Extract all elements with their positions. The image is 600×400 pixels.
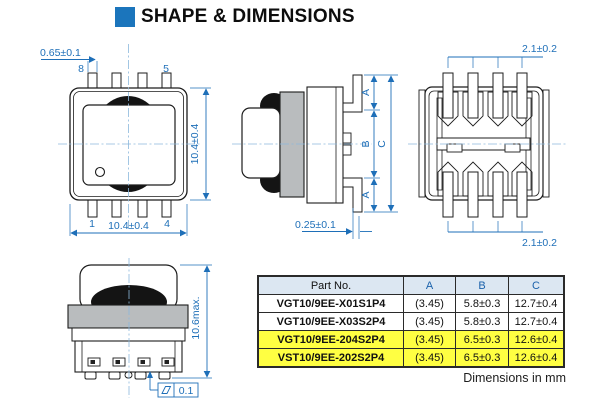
dim-body-width-label: 10.4±0.4 [108,220,149,232]
value-b: 5.8±0.3 [455,294,509,313]
core-clip-front [67,304,189,329]
value-c: 12.7±0.4 [508,312,564,331]
pin-number-8: 8 [78,63,84,75]
front-view-body [67,264,189,380]
value-a: (3.45) [403,294,456,313]
col-header-b: B [455,276,509,295]
col-header-a: A [403,276,456,295]
coplanarity-callout: 0.1 [147,371,199,398]
side-view-body [241,74,363,213]
top-view-centerlines [58,44,200,230]
pin-feet [84,371,171,380]
page-title: SHAPE & DIMENSIONS [141,6,355,27]
pin-number-4: 4 [164,218,170,230]
pin1-indicator-icon [94,166,106,178]
table-header-row: Part No. A B C [258,276,564,295]
dim-c-label: C [376,140,388,148]
dim-a-bottom-label: A [360,191,372,198]
side-view-dimensions: A B A C 0.25±0.1 [295,74,398,239]
core-clip [279,91,305,198]
coplanarity-value: 0.1 [179,385,194,397]
value-a: (3.45) [403,330,456,349]
col-header-c: C [508,276,564,295]
dim-max-height-label: 10.6max. [190,296,202,339]
value-b: 5.8±0.3 [455,312,509,331]
dim-pitch-top-label: 2.1±0.2 [522,43,557,55]
dim-a-top-label: A [360,89,372,96]
value-b: 6.5±0.3 [455,348,509,367]
value-c: 12.6±0.4 [508,330,564,349]
terminal-pads [87,357,175,367]
dim-pin-width-label: 0.65±0.1 [40,47,81,59]
side-view-drawing: A B A C 0.25±0.1 [232,74,398,239]
table-row: VGT10/9EE-X01S1P4 (3.45) 5.8±0.3 12.7±0.… [258,294,564,313]
value-c: 12.6±0.4 [508,348,564,367]
pin-number-1: 1 [89,218,95,230]
top-view-drawing: 0.65±0.1 8 5 1 4 10.4±0.4 10.4±0.4 [40,44,211,237]
pin-pockets [437,91,533,197]
table-row: VGT10/9EE-X03S2P4 (3.45) 5.8±0.3 12.7±0.… [258,312,564,331]
dim-standoff-label: 0.25±0.1 [295,219,336,231]
top-view-dimensions: 0.65±0.1 8 5 1 4 10.4±0.4 10.4±0.4 [40,47,211,237]
value-c: 12.7±0.4 [508,294,564,313]
value-a: (3.45) [403,312,456,331]
dim-pitch-bottom-label: 2.1±0.2 [522,237,557,249]
bottom-view-dimensions: 2.1±0.2 2.1±0.2 [447,43,557,249]
dim-b-label: B [360,140,372,147]
front-view-drawing: 10.6max. 0.1 [67,258,212,398]
bobbin-front [74,340,183,373]
section-title: SHAPE & DIMENSIONS [115,6,355,28]
core-face [82,104,176,186]
bobbin-plate [306,86,344,204]
pin-number-5: 5 [163,63,169,75]
core-profile [241,107,281,179]
part-number: VST10/9EE-202S2P4 [258,348,404,367]
value-a: (3.45) [403,348,456,367]
part-number: VGT10/9EE-X03S2P4 [258,312,404,331]
bottom-view-body [418,72,550,218]
part-number: VGT10/9EE-204S2P4 [258,330,404,349]
bottom-view-pins [442,72,528,218]
units-note: Dimensions in mm [463,371,566,385]
table-row-highlighted: VGT10/9EE-204S2P4 (3.45) 6.5±0.3 12.6±0.… [258,330,564,349]
col-header-part: Part No. [258,276,404,295]
part-dimension-table: Part No. A B C VGT10/9EE-X01S1P4 (3.45) … [257,275,565,368]
bottom-view-drawing: 2.1±0.2 2.1±0.2 [408,43,568,249]
title-square-icon [115,7,135,27]
leader-arrow-icon [147,371,153,378]
flatness-symbol-icon [161,386,172,394]
part-number: VGT10/9EE-X01S1P4 [258,294,404,313]
table-row-highlighted: VST10/9EE-202S2P4 (3.45) 6.5±0.3 12.6±0.… [258,348,564,367]
pin-gullwing-top [342,74,363,113]
value-b: 6.5±0.3 [455,330,509,349]
dim-body-height-label: 10.4±0.4 [189,123,201,164]
front-view-dimensions: 10.6max. [172,264,212,379]
